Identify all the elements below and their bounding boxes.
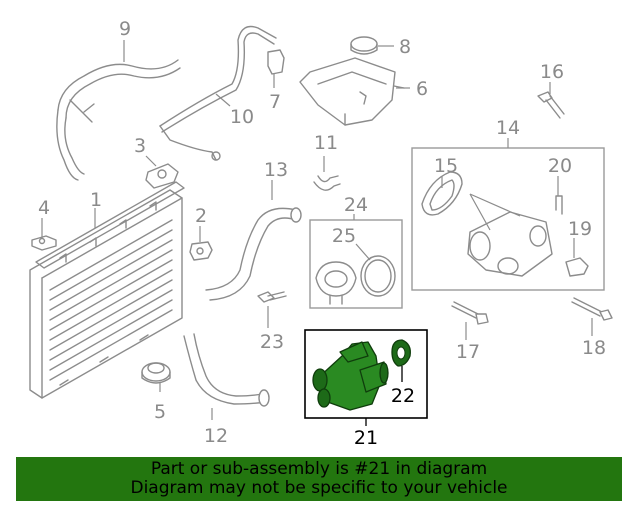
- hose-9: [56, 59, 181, 181]
- callout-5: 5: [154, 401, 166, 423]
- hose-12: [183, 333, 270, 407]
- callout-19: 19: [568, 218, 592, 240]
- mount-3: [145, 163, 179, 189]
- insulator-5: [141, 362, 171, 384]
- hose-11: [313, 175, 341, 191]
- banner-line-disclaimer: Diagram may not be specific to your vehi…: [130, 478, 508, 498]
- banner-line-part: Part or sub-assembly is #21 in diagram: [150, 459, 488, 479]
- bolt-16: [537, 91, 565, 119]
- callout-15: 15: [434, 155, 458, 177]
- callout-1: 1: [90, 189, 102, 211]
- callout-23: 23: [260, 331, 284, 353]
- callout-24: 24: [344, 194, 368, 216]
- part-info-banner: Part or sub-assembly is #21 in diagram D…: [16, 457, 622, 501]
- radiator: [29, 181, 185, 399]
- callout-10: 10: [230, 106, 254, 128]
- callout-6: 6: [416, 78, 428, 100]
- tube-10: [159, 25, 277, 161]
- leader-lines: [41, 40, 593, 426]
- clip-4: [31, 235, 57, 251]
- callout-17: 17: [456, 341, 480, 363]
- callout-3: 3: [134, 135, 146, 157]
- callout-9: 9: [119, 18, 131, 40]
- callout-14: 14: [496, 117, 520, 139]
- bracket-2: [189, 241, 213, 261]
- callout-7: 7: [269, 91, 281, 113]
- bolt-18: [571, 297, 613, 321]
- assembly-24: [309, 219, 403, 309]
- callout-25: 25: [332, 225, 356, 247]
- callout-18: 18: [582, 337, 606, 359]
- callout-13: 13: [264, 159, 288, 181]
- bolt-23: [257, 291, 287, 303]
- callout-16: 16: [540, 61, 564, 83]
- callout-11: 11: [314, 132, 338, 154]
- bolt-17: [451, 301, 489, 325]
- callout-8: 8: [399, 36, 411, 58]
- callout-labels: 1 2 3 4 5 6 7 8 9 10 11 12 13 14 15 16 1…: [38, 18, 606, 449]
- callout-22: 22: [391, 385, 415, 407]
- callout-4: 4: [38, 197, 50, 219]
- callout-21: 21: [354, 427, 378, 449]
- clip-7: [267, 49, 285, 75]
- parts-diagram: 1 2 3 4 5 6 7 8 9 10 11 12 13 14 15 16 1…: [29, 18, 613, 449]
- cap-8: [350, 36, 378, 55]
- reservoir-6: [299, 57, 405, 126]
- hose-13: [205, 207, 302, 301]
- highlight-box-21: [304, 329, 428, 419]
- callout-12: 12: [204, 425, 228, 447]
- callout-2: 2: [195, 205, 207, 227]
- callout-20: 20: [548, 155, 572, 177]
